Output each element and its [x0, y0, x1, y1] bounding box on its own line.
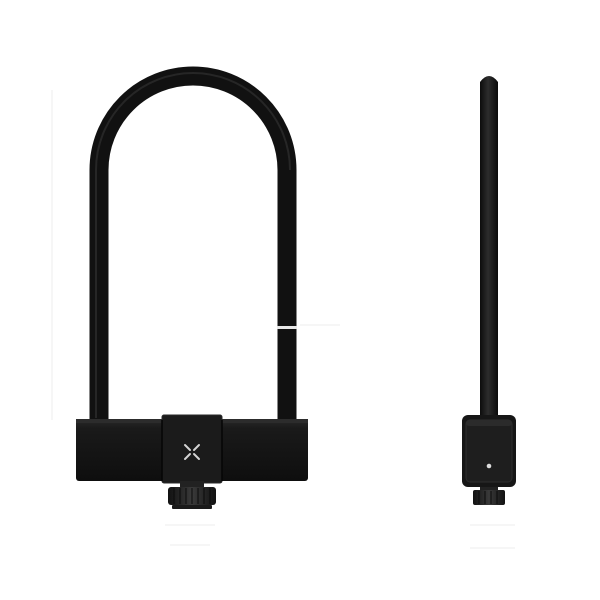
shackle-band [277, 326, 297, 329]
front-view [76, 66, 308, 509]
x-logo-icon [184, 444, 200, 460]
front-shackle-highlight [95, 72, 291, 418]
front-shackle [89, 66, 297, 420]
side-shackle [480, 76, 498, 420]
front-center-module [161, 414, 223, 484]
side-view [462, 76, 516, 505]
keyhole-icon [486, 463, 492, 469]
knurled-knob-icon [168, 481, 216, 509]
dimension-guides [51, 90, 515, 549]
side-knob-icon [473, 487, 505, 505]
